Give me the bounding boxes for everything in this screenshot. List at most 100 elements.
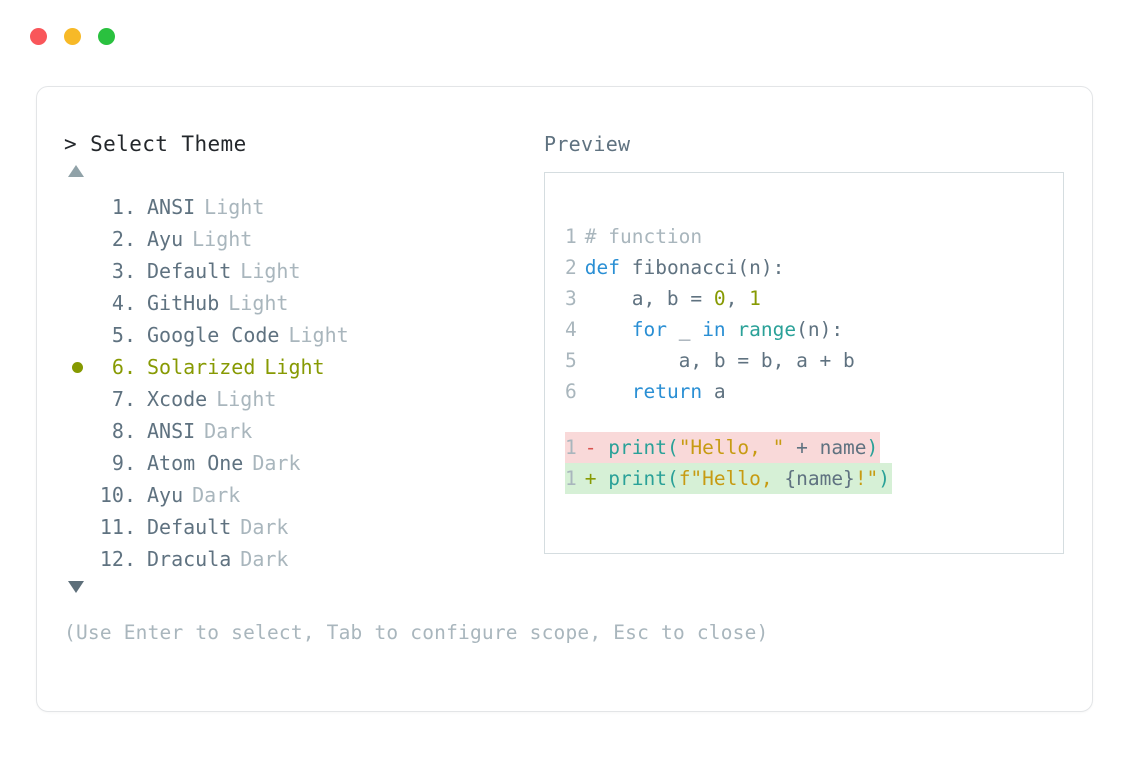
theme-index: 11. bbox=[99, 515, 136, 539]
line-number: 3 bbox=[565, 287, 577, 310]
code-line: 6 return a bbox=[565, 376, 1057, 407]
code-token: + name bbox=[784, 436, 867, 459]
theme-name: Solarized bbox=[147, 355, 256, 379]
theme-index: 4. bbox=[111, 291, 136, 315]
theme-list-item[interactable]: 2. Ayu Light bbox=[64, 223, 534, 255]
line-number: 1 bbox=[565, 225, 577, 248]
code-token: fibonacci(n): bbox=[619, 256, 785, 279]
maximize-button[interactable] bbox=[98, 27, 115, 45]
theme-variant: Light bbox=[192, 227, 253, 251]
diff-line-added: 1 + print(f"Hello, {name}!") bbox=[565, 463, 893, 494]
code-token: 0 bbox=[713, 287, 726, 310]
line-number: 1 bbox=[565, 467, 577, 490]
minimize-button[interactable] bbox=[64, 27, 81, 45]
selected-dot-icon bbox=[71, 361, 83, 373]
code-token: 1 bbox=[749, 287, 761, 310]
diff-block: 1- print("Hello, " + name)1+ print(f"Hel… bbox=[565, 432, 1057, 494]
keyboard-hint: (Use Enter to select, Tab to configure s… bbox=[64, 621, 769, 644]
theme-index: 5. bbox=[111, 323, 136, 347]
triangle-up-icon[interactable] bbox=[68, 165, 84, 177]
theme-index: 3. bbox=[111, 259, 136, 283]
code-token: !" bbox=[854, 467, 879, 490]
theme-list-item[interactable]: 9. Atom One Dark bbox=[64, 447, 534, 479]
diff-marker: - bbox=[584, 436, 609, 459]
window-titlebar bbox=[0, 0, 1129, 72]
code-token: ( bbox=[666, 436, 679, 459]
theme-name: Google Code bbox=[147, 323, 280, 347]
theme-list-item[interactable]: 4. GitHub Light bbox=[64, 287, 534, 319]
code-line: 5 a, b = b, a + b bbox=[565, 345, 1057, 376]
theme-index: 2. bbox=[111, 227, 136, 251]
theme-name: Ayu bbox=[147, 483, 184, 507]
diff-line-removed: 1- print("Hello, " + name) bbox=[565, 432, 881, 463]
theme-variant: Light bbox=[204, 195, 265, 219]
code-token: def bbox=[584, 256, 620, 279]
theme-name: GitHub bbox=[147, 291, 220, 315]
theme-list-item[interactable]: 12. Dracula Dark bbox=[64, 543, 534, 575]
theme-variant: Dark bbox=[192, 483, 241, 507]
theme-variant: Light bbox=[240, 259, 301, 283]
code-token: a, b = b, a + b bbox=[584, 349, 855, 372]
theme-name: Atom One bbox=[147, 451, 244, 475]
diff-marker: + bbox=[584, 467, 609, 490]
code-token: f"Hello, bbox=[678, 467, 785, 490]
line-number: 4 bbox=[565, 318, 577, 341]
theme-name: Ayu bbox=[147, 227, 184, 251]
theme-name: ANSI bbox=[147, 419, 196, 443]
close-button[interactable] bbox=[30, 27, 47, 45]
code-token: # function bbox=[584, 225, 703, 248]
code-line: 4 for _ in range(n): bbox=[565, 314, 1057, 345]
code-token: ) bbox=[878, 467, 891, 490]
theme-index: 7. bbox=[111, 387, 136, 411]
theme-variant: Dark bbox=[252, 451, 301, 475]
theme-name: Default bbox=[147, 515, 232, 539]
theme-index: 8. bbox=[111, 419, 136, 443]
scroll-down-row[interactable] bbox=[64, 575, 534, 601]
code-token bbox=[585, 318, 632, 341]
theme-list-item[interactable]: 3. Default Light bbox=[64, 255, 534, 287]
prompt-marker: > bbox=[64, 132, 78, 156]
code-line: 1 # function bbox=[565, 221, 1057, 252]
line-number: 5 bbox=[565, 349, 577, 372]
triangle-down-icon[interactable] bbox=[68, 581, 84, 593]
theme-variant: Light bbox=[228, 291, 289, 315]
theme-name: Default bbox=[147, 259, 232, 283]
code-token: in bbox=[702, 318, 726, 341]
diff-line-wrap: 1 + print(f"Hello, {name}!") bbox=[565, 463, 1057, 494]
line-number: 6 bbox=[565, 380, 577, 403]
code-line: 3 a, b = 0, 1 bbox=[565, 283, 1057, 314]
diff-line-wrap: 1- print("Hello, " + name) bbox=[565, 432, 1057, 463]
theme-variant: Light bbox=[264, 355, 325, 379]
theme-variant: Dark bbox=[204, 419, 253, 443]
theme-list-item[interactable]: 6. Solarized Light bbox=[64, 351, 534, 383]
theme-variant: Dark bbox=[240, 547, 289, 571]
selected-bullet-cell bbox=[64, 361, 90, 373]
code-token: range bbox=[737, 318, 797, 341]
code-token bbox=[726, 318, 738, 341]
code-token: a, b = bbox=[584, 287, 714, 310]
theme-index: 9. bbox=[111, 451, 136, 475]
scroll-up-row[interactable] bbox=[64, 159, 534, 185]
code-token: a bbox=[702, 380, 726, 403]
theme-name: Dracula bbox=[147, 547, 232, 571]
code-token: {name} bbox=[784, 467, 855, 490]
code-token: print bbox=[608, 467, 667, 490]
theme-index: 6. bbox=[111, 355, 136, 379]
theme-name: Xcode bbox=[147, 387, 208, 411]
theme-index: 12. bbox=[99, 547, 136, 571]
page-title: > Select Theme bbox=[64, 129, 534, 159]
theme-list-item[interactable]: 8. ANSI Dark bbox=[64, 415, 534, 447]
code-token: ( bbox=[666, 467, 679, 490]
code-token: "Hello, " bbox=[678, 436, 785, 459]
